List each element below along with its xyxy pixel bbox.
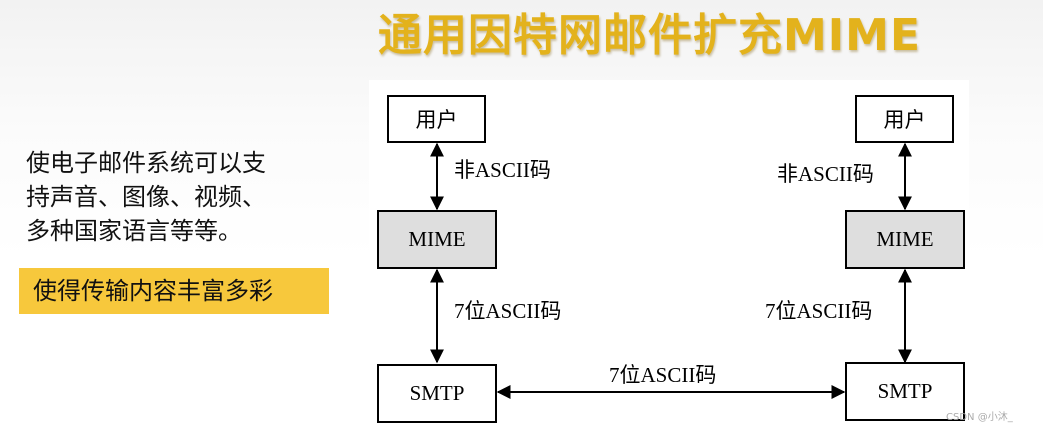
left-smtp-box: SMTP <box>377 364 497 423</box>
watermark: CSDN @小沐_ <box>946 412 1013 423</box>
left-ascii7-label: 7位ASCII码 <box>454 299 562 323</box>
right-mime-box: MIME <box>845 210 965 269</box>
page-title: 通用因特网邮件扩充MIME <box>378 10 921 61</box>
left-smtp-label: SMTP <box>409 381 465 405</box>
left-mime-box: MIME <box>377 210 497 269</box>
right-user-label: 用户 <box>883 108 926 132</box>
right-smtp-box: SMTP <box>845 362 965 421</box>
description-line-2: 持声音、图像、视频、 <box>26 183 266 211</box>
middle-ascii7-label: 7位ASCII码 <box>609 363 717 387</box>
description-text: 使电子邮件系统可以支 持声音、图像、视频、 多种国家语言等等。 <box>26 146 326 248</box>
right-non-ascii-label: 非ASCII码 <box>777 162 874 186</box>
right-mime-label: MIME <box>876 227 934 251</box>
right-smtp-label: SMTP <box>877 379 933 403</box>
right-ascii7-label: 7位ASCII码 <box>765 299 873 323</box>
description-line-3: 多种国家语言等等。 <box>26 217 242 245</box>
left-user-box: 用户 <box>387 95 486 143</box>
diagram-arrows <box>430 142 912 399</box>
right-user-box: 用户 <box>855 95 954 143</box>
left-non-ascii-label: 非ASCII码 <box>454 158 551 182</box>
highlight-banner: 使得传输内容丰富多彩 <box>19 268 329 314</box>
mime-diagram: 用户 非ASCII码 MIME 7位ASCII码 SMTP 用户 非ASCII码… <box>369 80 969 431</box>
left-user-label: 用户 <box>415 108 458 132</box>
left-mime-label: MIME <box>408 227 466 251</box>
description-line-1: 使电子邮件系统可以支 <box>26 149 266 177</box>
